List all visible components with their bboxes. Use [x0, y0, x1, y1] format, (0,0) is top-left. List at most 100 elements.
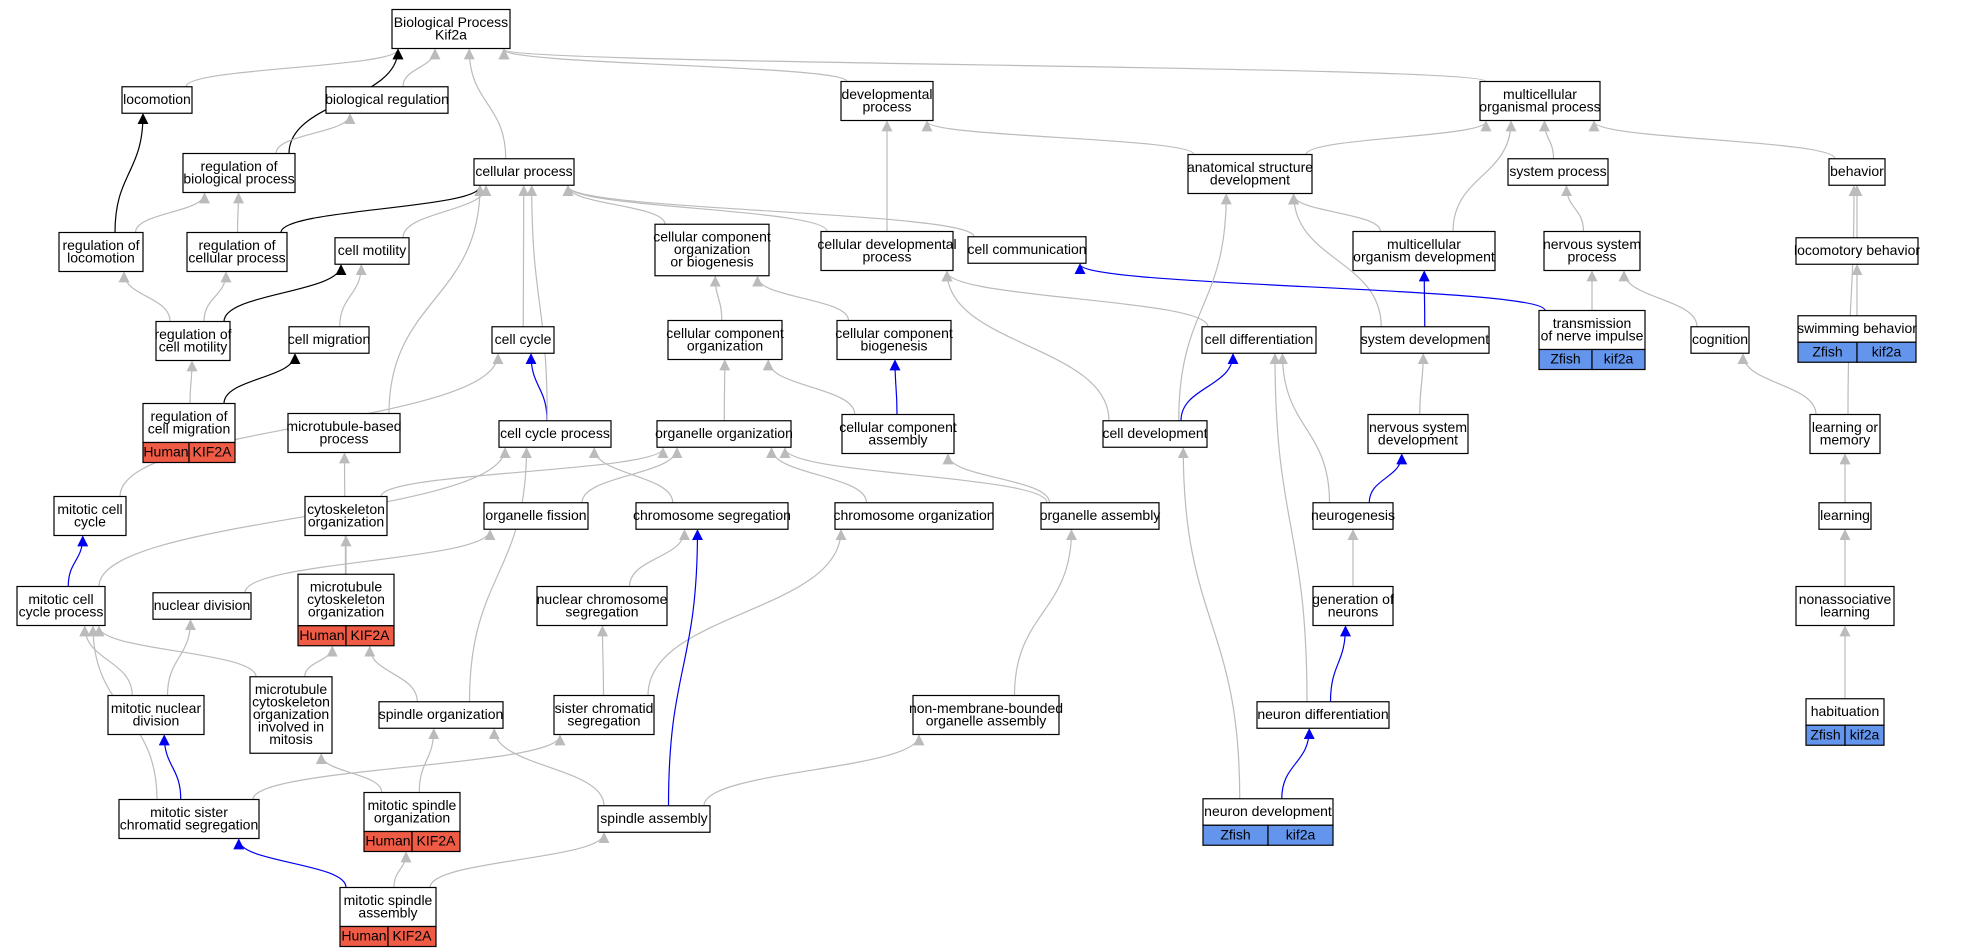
- node-celldev[interactable]: cell development: [1102, 420, 1208, 448]
- node-box: [1795, 237, 1919, 265]
- node-behavior[interactable]: behavior: [1828, 158, 1886, 186]
- node-box: [53, 495, 127, 537]
- node-box: [152, 592, 252, 620]
- edge-cellcomm-to-cellproc: [562, 185, 975, 238]
- node-box: [498, 420, 612, 448]
- node-label-line: cytoskeleton: [252, 694, 330, 710]
- node-label-line: development: [1378, 431, 1458, 447]
- node-chromseg[interactable]: chromosome segregation: [633, 502, 791, 530]
- edge-celldiff-to-celldevproc: [941, 270, 1209, 327]
- node-mtcyto[interactable]: microtubulecytoskeletonorganizationHuman…: [297, 573, 395, 647]
- node-spindleorg[interactable]: spindle organization: [378, 701, 504, 729]
- node-cellproc[interactable]: cellular process: [473, 158, 575, 186]
- node-learning[interactable]: learning: [1818, 502, 1872, 530]
- node-cellmot[interactable]: cell motility: [334, 237, 410, 265]
- node-label-line: of nerve impulse: [1541, 327, 1644, 343]
- node-cognition[interactable]: cognition: [1690, 326, 1750, 354]
- node-label-line: organelle assembly: [1040, 507, 1161, 523]
- node-sysdev[interactable]: system development: [1360, 326, 1490, 354]
- node-orgorg[interactable]: organelle organization: [655, 420, 793, 448]
- edge-neurdiff-to-genneur: [1329, 625, 1351, 702]
- edge-cellproc-to-bp: [463, 48, 507, 159]
- edge-regbio-to-bioreg: [275, 113, 356, 154]
- node-nucdiv[interactable]: nuclear division: [152, 592, 252, 620]
- node-neurogenesis[interactable]: neurogenesis: [1311, 502, 1395, 530]
- node-locbeh[interactable]: locomotory behavior: [1794, 237, 1920, 265]
- node-chromorg[interactable]: chromosome organization: [833, 502, 995, 530]
- node-box: [1352, 230, 1496, 272]
- node-spindleassembly[interactable]: spindle assembly: [597, 805, 711, 833]
- edge-locomotion-to-bp: [185, 48, 404, 88]
- node-label-line: generation of: [1312, 591, 1394, 607]
- node-label-line: cell differentiation: [1205, 331, 1314, 347]
- gene-label: KIF2A: [393, 928, 433, 944]
- node-label-line: regulation of: [200, 158, 277, 174]
- node-label-line: sister chromatid: [555, 700, 654, 716]
- node-orgfission[interactable]: organelle fission: [483, 502, 589, 530]
- node-box: [912, 694, 1060, 736]
- gene-cell: [387, 925, 437, 948]
- node-mtcytomit[interactable]: microtubulecytoskeletonorganizationinvol…: [249, 676, 333, 754]
- edge-regcell-to-cellproc: [280, 185, 486, 233]
- edge-devproc-to-bp: [498, 48, 848, 83]
- edge-regloc-to-regbio: [134, 192, 210, 233]
- edge-ccb-to-ccob: [752, 275, 850, 321]
- node-neurdiff[interactable]: neuron differentiation: [1256, 701, 1390, 729]
- node-cellcycle[interactable]: cell cycle: [491, 326, 555, 354]
- edge-mitsischromseg-to-sischromseg: [252, 734, 566, 800]
- node-cellmig[interactable]: cell migration: [288, 326, 370, 354]
- node-label-line: spindle organization: [379, 706, 504, 722]
- node-bioreg[interactable]: biological regulation: [325, 86, 449, 114]
- node-label-line: mitosis: [269, 731, 313, 747]
- node-orgassembly[interactable]: organelle assembly: [1040, 502, 1161, 530]
- node-label-line: anatomical structure: [1187, 159, 1313, 175]
- node-box: [1187, 153, 1313, 195]
- node-label-line: cellular developmental: [817, 236, 956, 252]
- node-sysproc[interactable]: system process: [1507, 158, 1609, 186]
- node-label-line: organelle assembly: [926, 712, 1047, 728]
- node-locomotion[interactable]: locomotion: [121, 86, 193, 114]
- node-label-line: organization: [308, 513, 384, 529]
- node-label-line: behavior: [1830, 163, 1884, 179]
- edge-spindleorg-to-ccproc: [468, 447, 532, 702]
- node-celldiff[interactable]: cell differentiation: [1201, 326, 1317, 354]
- node-cellcomm[interactable]: cell communication: [967, 236, 1087, 264]
- node-ccproc[interactable]: cell cycle process: [498, 420, 612, 448]
- edge-learnmem-to-cognition: [1737, 353, 1817, 415]
